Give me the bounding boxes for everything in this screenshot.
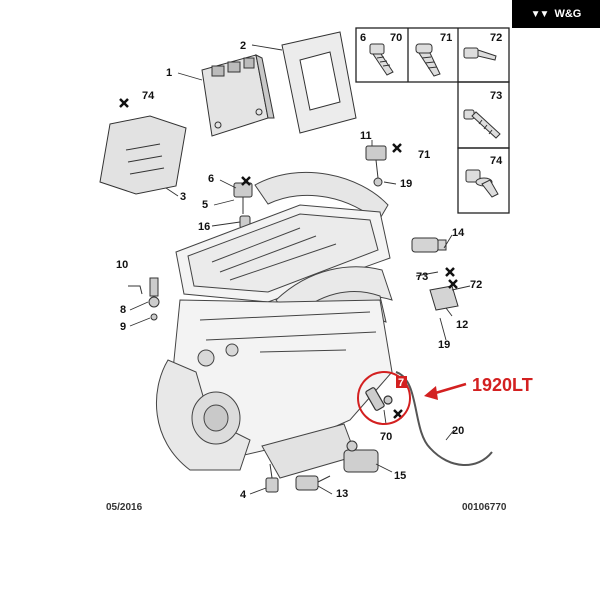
sensor-5-6 xyxy=(233,182,253,214)
solenoid-14 xyxy=(411,237,447,253)
sensor-13 xyxy=(295,475,331,491)
ecu-bracket xyxy=(281,31,357,134)
table-header-72: 72 xyxy=(490,32,502,44)
callout-3: 3 xyxy=(180,191,186,203)
table-header-6: 6 xyxy=(360,32,366,44)
sensor-11 xyxy=(365,145,387,187)
table-header-71: 71 xyxy=(440,32,452,44)
engine-assembly xyxy=(155,171,393,479)
callout-15: 15 xyxy=(394,470,406,482)
sensor-8-9-10 xyxy=(128,277,160,321)
callout-19-top: 19 xyxy=(400,178,412,190)
bolt-74-icon xyxy=(465,169,499,198)
callout-2: 2 xyxy=(240,40,246,52)
callout-74: 74 xyxy=(142,90,155,102)
callout-14: 14 xyxy=(452,227,465,239)
bolt-72-icon xyxy=(463,47,497,61)
callout-13: 13 xyxy=(336,488,348,500)
callout-72: 72 xyxy=(470,279,482,291)
leader-lines xyxy=(129,44,471,495)
callout-labels: 1 2 3 4 5 6 8 9 10 11 12 13 14 15 16 19 … xyxy=(116,40,482,501)
footer-date: 05/2016 xyxy=(106,502,143,513)
callout-71: 71 xyxy=(418,149,430,161)
highlight-arrow-icon xyxy=(424,382,467,400)
brand-logo-text: W&G xyxy=(554,8,582,20)
valve-15 xyxy=(343,440,379,473)
footer-doc-number: 00106770 xyxy=(462,502,507,513)
table-header-74: 74 xyxy=(490,155,503,167)
brand-logo: ▼▼ W&G xyxy=(512,0,600,28)
highlight-circle xyxy=(357,371,411,425)
sensor-cable-20 xyxy=(395,371,493,466)
callout-5: 5 xyxy=(202,199,208,211)
bracket-12 xyxy=(429,285,459,311)
bolt-73-icon xyxy=(463,109,501,139)
heat-shield xyxy=(99,115,187,195)
fastener-table xyxy=(355,27,510,214)
bolt-71-icon xyxy=(415,43,441,77)
callout-73: 73 xyxy=(416,271,428,283)
callout-20: 20 xyxy=(452,425,464,437)
callout-7-badge: 7 xyxy=(396,376,407,389)
callout-16: 16 xyxy=(198,221,210,233)
callout-1: 1 xyxy=(166,67,172,79)
highlight-part-number: 1920LT xyxy=(472,375,533,395)
callout-70: 70 xyxy=(380,431,392,443)
sensor-4 xyxy=(265,463,279,493)
callout-19-right: 19 xyxy=(438,339,450,351)
callout-4: 4 xyxy=(240,489,247,501)
fastener-table-headers: 6 70 71 72 73 74 xyxy=(360,32,503,167)
callout-7: 7 xyxy=(398,377,404,389)
table-header-70: 70 xyxy=(390,32,402,44)
oxygen-sensor-7 xyxy=(365,387,393,411)
fastener-cross-markers xyxy=(119,98,458,419)
callout-9: 9 xyxy=(120,321,126,333)
brand-mark-icon: ▼▼ xyxy=(530,8,550,20)
bolt-6-icon xyxy=(369,43,394,76)
ecu-module xyxy=(201,54,275,137)
callout-11: 11 xyxy=(360,130,372,142)
callout-12: 12 xyxy=(456,319,468,331)
callout-10: 10 xyxy=(116,259,128,271)
callout-8: 8 xyxy=(120,304,126,316)
table-header-73: 73 xyxy=(490,90,502,102)
callout-6: 6 xyxy=(208,173,214,185)
